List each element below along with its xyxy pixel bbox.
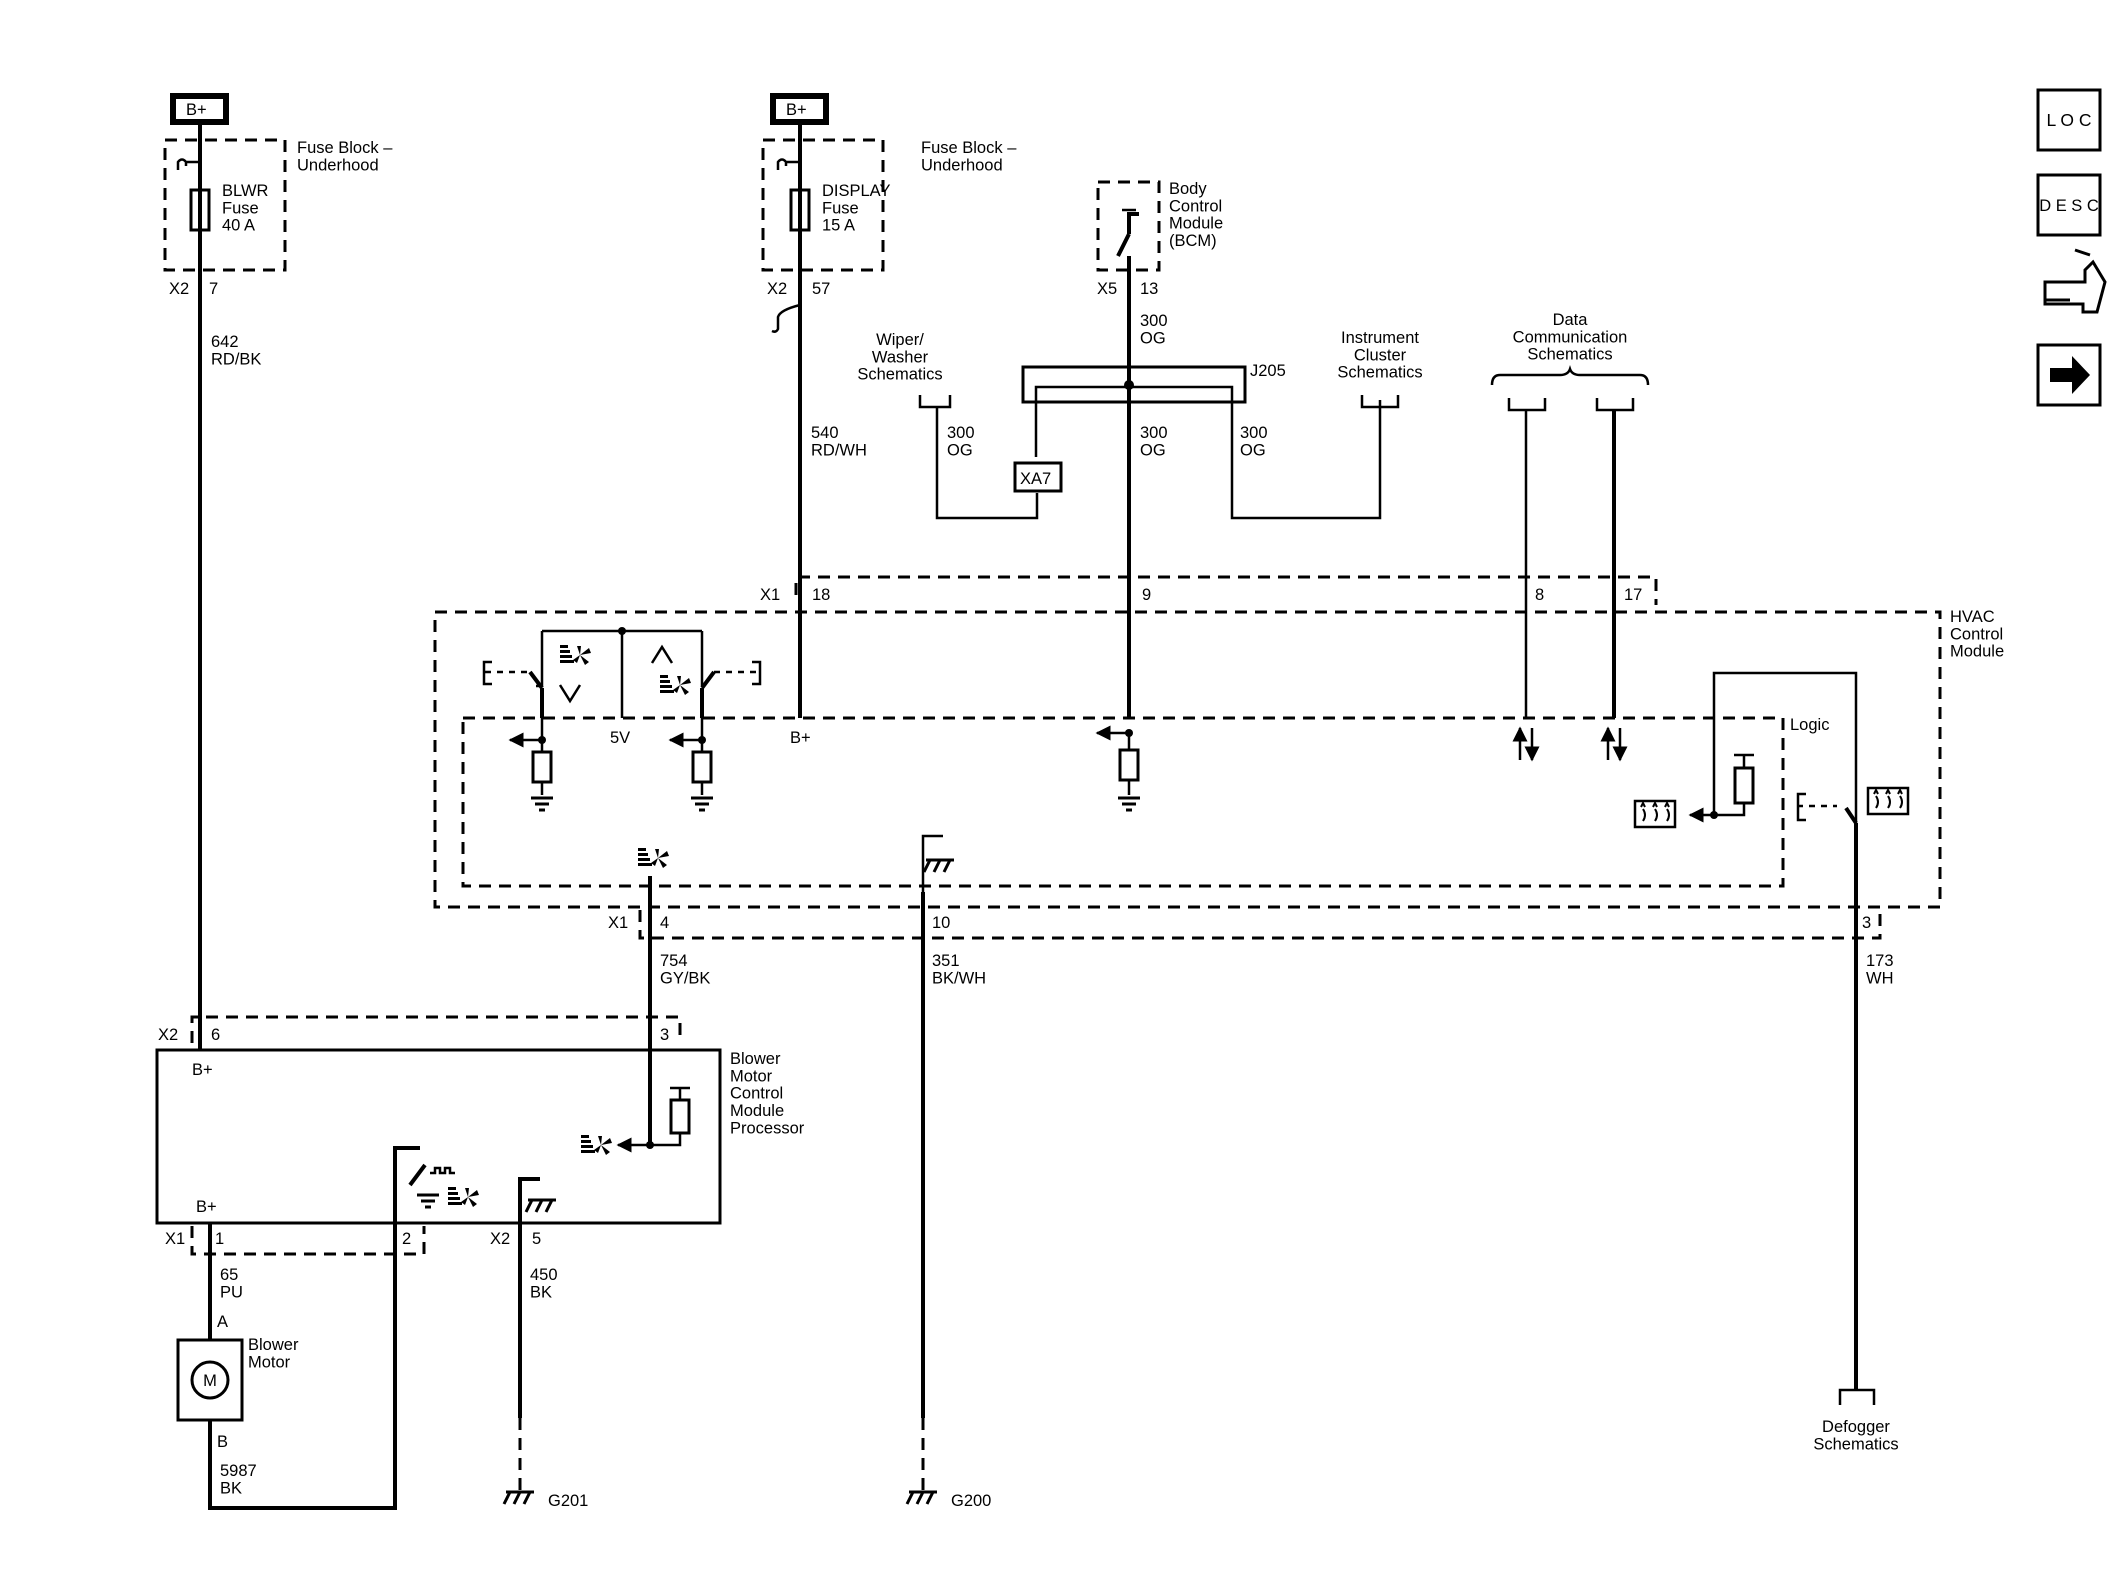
bmcm-pin-5: 5: [532, 1230, 541, 1248]
splice-j205: J205: [1021, 362, 1382, 520]
nav-connector-button[interactable]: [2043, 248, 2107, 314]
bmcm-x2b: X2: [490, 1230, 510, 1248]
nav-loc-label: L O C: [2046, 110, 2091, 130]
hvac-pin-8: 8: [1535, 586, 1544, 604]
nav-next-button[interactable]: [2036, 343, 2102, 407]
nav-desc-label: D E S C: [2039, 197, 2099, 215]
connector-label: X2: [767, 280, 787, 298]
hvac-pin-9: 9: [1142, 586, 1151, 604]
hvac-x1: X1: [760, 586, 780, 604]
bmcm-x2: X2: [158, 1026, 178, 1044]
wire-5987: [208, 1223, 397, 1510]
fuse-block-name: Fuse Block –Underhood: [297, 139, 393, 174]
motor-pin-b: B: [217, 1433, 228, 1451]
hvac-pin-4: 4: [660, 914, 669, 932]
hvac-5v: 5V: [610, 729, 630, 747]
supply-label: B+: [186, 101, 207, 119]
bcm-connector: X5: [1097, 280, 1117, 298]
hvac-pin-10: 10: [932, 914, 950, 932]
ground-label: G200: [951, 1492, 991, 1510]
hvac-x1-bottom: X1: [608, 914, 628, 932]
logic-label: Logic: [1790, 716, 1829, 734]
hvac-bplus: B+: [790, 729, 811, 747]
hvac-pin-17: 17: [1624, 586, 1642, 604]
nav-desc-button[interactable]: D E S C: [2036, 173, 2102, 237]
connector-label: X2: [169, 280, 189, 298]
bmcm-pin-6: 6: [211, 1026, 220, 1044]
bmcm-pin-3: 3: [660, 1026, 669, 1044]
splice-label: J205: [1250, 362, 1286, 380]
motor-pin-a: A: [217, 1313, 228, 1331]
bmcm-bplus-top: B+: [192, 1061, 213, 1079]
inline-connector-label: XA7: [1020, 470, 1051, 488]
bmcm-bplus-bottom: B+: [196, 1198, 217, 1216]
connector-end-view-icon: [2043, 248, 2107, 314]
pin-label: 7: [209, 280, 218, 298]
bmcm-pin-2: 2: [402, 1230, 411, 1248]
nav-loc-button[interactable]: L O C: [2036, 88, 2102, 152]
fuse-block-name: Fuse Block –Underhood: [921, 139, 1017, 174]
bcm-pin: 13: [1140, 280, 1158, 298]
hvac-pin-3: 3: [1862, 914, 1871, 932]
motor-symbol: M: [203, 1372, 217, 1390]
ground-g200: G200: [905, 1418, 991, 1510]
ground-g201: G201: [502, 1418, 588, 1510]
ground-label: G201: [548, 1492, 588, 1510]
bmcm-x1: X1: [165, 1230, 185, 1248]
hvac-pin-18: 18: [812, 586, 830, 604]
bmcm-pin-1: 1: [215, 1230, 224, 1248]
arrow-right-icon: [2050, 356, 2090, 394]
pin-label: 57: [812, 280, 830, 298]
supply-label: B+: [786, 101, 807, 119]
